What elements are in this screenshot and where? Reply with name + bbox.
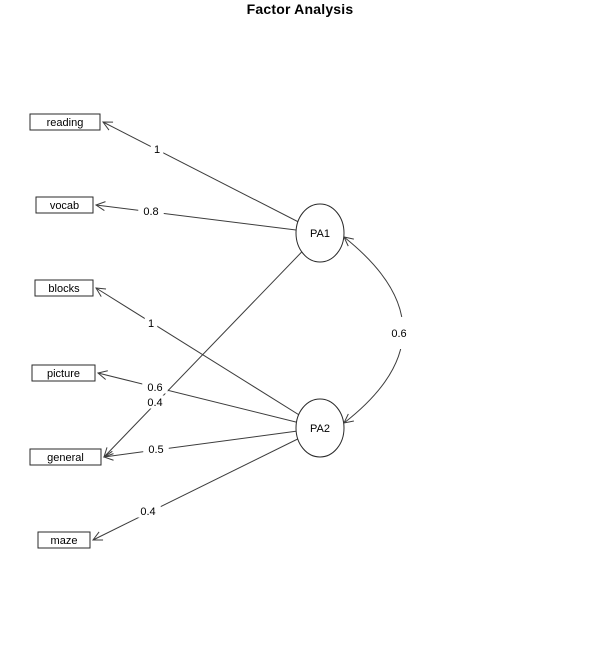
loading-value-bg [144, 316, 158, 330]
loading-arrow-PA1-vocab [96, 205, 321, 234]
loading-value: 0.4 [140, 506, 155, 518]
loading-value: 1 [148, 318, 154, 330]
factor-label-PA1: PA1 [310, 228, 330, 240]
correlation-value-bg [385, 317, 413, 349]
loading-value-bg [138, 204, 164, 218]
loading-value: 0.4 [147, 397, 162, 409]
variable-label-reading: reading [47, 117, 84, 129]
loading-value-bg [150, 142, 164, 156]
loading-value-bg [142, 395, 168, 409]
loading-arrow-PA1-general [104, 232, 321, 457]
factor-ellipse-PA1 [295, 203, 345, 263]
factor-ellipse-PA2 [295, 398, 345, 458]
loading-value: 0.6 [147, 382, 162, 394]
loading-value: 0.5 [148, 444, 163, 456]
plot-title: Factor Analysis [246, 1, 354, 17]
loading-value-bg [135, 504, 161, 518]
variable-label-vocab: vocab [50, 200, 79, 212]
variable-label-maze: maze [51, 535, 78, 547]
loading-arrow-PA2-general [104, 427, 321, 457]
labels-layer: 1 0.8 1 0.6 0.4 0.5 0.4 0.6 [135, 142, 413, 518]
correlation-value: 0.6 [391, 328, 406, 340]
variable-box-reading [29, 113, 101, 131]
nodes-layer: reading vocab blocks picture general maze PA1P… [29, 113, 345, 549]
loading-arrow-PA2-picture [98, 373, 321, 429]
loading-value: 1 [154, 144, 160, 156]
loading-arrow-PA2-blocks [96, 288, 321, 429]
variable-box-vocab [35, 196, 94, 214]
edges-layer [93, 122, 404, 540]
variable-box-maze [37, 531, 91, 549]
loading-value: 0.8 [143, 206, 158, 218]
loading-arrow-PA2-maze [93, 427, 321, 540]
loading-value-bg [142, 380, 168, 394]
variable-label-picture: picture [47, 368, 80, 380]
factor-label-PA2: PA2 [310, 423, 330, 435]
variable-label-general: general [47, 452, 84, 464]
variable-box-picture [31, 364, 96, 382]
variable-box-blocks [34, 279, 94, 297]
loading-arrow-PA1-reading [103, 122, 321, 234]
loading-value-bg [143, 442, 169, 456]
variable-box-general [29, 448, 102, 466]
variable-label-blocks: blocks [48, 283, 80, 295]
